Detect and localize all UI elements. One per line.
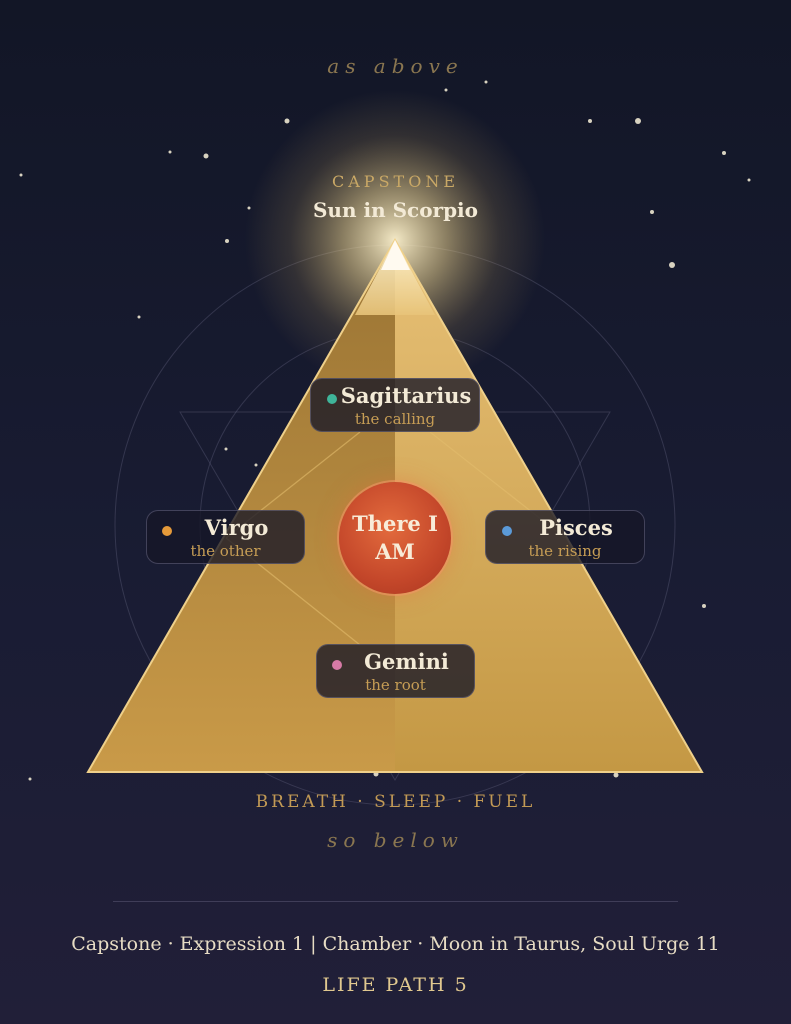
capstone-label: CAPSTONE — [332, 172, 459, 191]
node-name: Virgo — [204, 515, 269, 540]
status-dot-icon — [327, 394, 337, 404]
pillars-text: BREATH · SLEEP · FUEL — [255, 792, 536, 812]
node-role: the rising — [528, 542, 602, 560]
node-pisces: Pisces the rising — [485, 510, 645, 564]
status-dot-icon — [502, 526, 512, 536]
node-name: Gemini — [364, 649, 449, 674]
node-sagittarius: Sagittarius the calling — [310, 378, 480, 432]
node-gemini: Gemini the root — [316, 644, 475, 698]
status-dot-icon — [332, 660, 342, 670]
footer-summary: Capstone · Expression 1 | Chamber · Moon… — [71, 933, 720, 955]
pyramid — [86, 237, 704, 773]
node-role: the other — [190, 542, 261, 560]
bottom-motto: so below — [327, 828, 464, 852]
status-dot-icon — [162, 526, 172, 536]
node-virgo: Virgo the other — [146, 510, 305, 564]
node-role: the calling — [354, 410, 436, 428]
top-motto: as above — [327, 54, 464, 78]
center-text: There I AM — [352, 511, 438, 564]
divider — [113, 901, 678, 902]
node-name: Sagittarius — [340, 383, 472, 408]
node-role: the root — [365, 676, 426, 694]
capstone-apex — [355, 240, 435, 315]
life-path-label: LIFE PATH 5 — [322, 974, 469, 996]
capstone-value: Sun in Scorpio — [312, 198, 478, 222]
node-name: Pisces — [539, 515, 613, 540]
center-circle: There I AM — [339, 482, 451, 594]
